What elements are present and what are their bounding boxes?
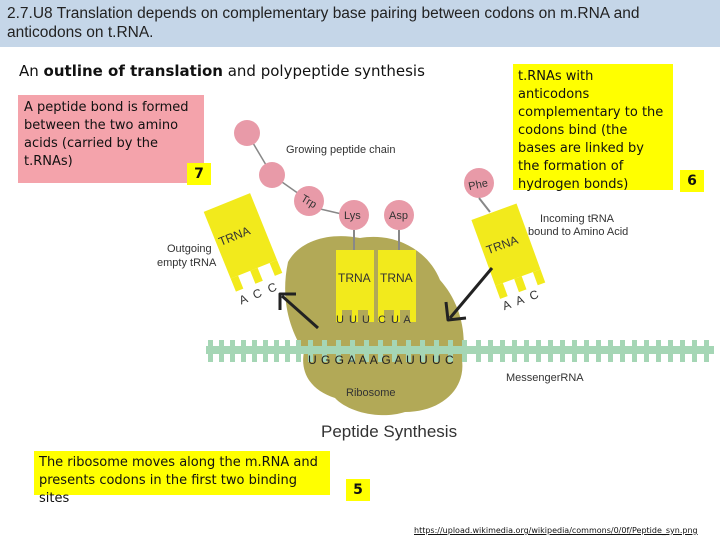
trna-incoming: TRNA A A C	[471, 203, 546, 313]
trna-anticodons-note: t.RNAs with anticodons complementary to …	[513, 64, 673, 192]
outgoing-arrow	[278, 292, 319, 330]
outgoing-label-1: Outgoing	[167, 243, 212, 255]
amino-acid-2	[259, 162, 285, 188]
incoming-arrow	[444, 267, 494, 322]
mrna-label: MessengerRNA	[506, 372, 584, 384]
outgoing-label-2: empty tRNA	[157, 257, 217, 269]
ribosome-moves-note: The ribosome moves along the m.RNA and p…	[34, 451, 330, 506]
ribosome-label: Ribosome	[346, 387, 396, 399]
step-number-6: 6	[680, 170, 704, 192]
trna-center-right-label: TRNA	[380, 271, 413, 285]
incoming-label-2: bound to Amino Acid	[528, 226, 628, 238]
diagram-subtitle: An outline of translation and polypeptid…	[19, 62, 425, 80]
subtitle-bold: outline of translation	[43, 62, 223, 80]
ribosome	[285, 236, 464, 416]
growing-chain-label: Growing peptide chain	[286, 144, 395, 156]
trna-outgoing: TRNA A C C	[203, 193, 283, 307]
incoming-label-1: Incoming tRNA	[540, 213, 615, 225]
lys-label: Lys	[344, 210, 361, 222]
trna-center-right: TRNA C U A	[378, 250, 416, 326]
peptide-bond-note: A peptide bond is formed between the two…	[18, 95, 204, 183]
step-number-5: 5	[346, 479, 370, 501]
trna-center-left: TRNA U U U	[336, 250, 374, 326]
amino-acid-trp	[294, 186, 324, 216]
header-bar: 2.7.U8 Translation depends on complement…	[0, 0, 720, 47]
source-link[interactable]: https://upload.wikimedia.org/wikipedia/c…	[414, 526, 698, 535]
amino-acid-1	[234, 120, 260, 146]
slide-title: 2.7.U8 Translation depends on complement…	[7, 5, 640, 41]
diagram-caption: Peptide Synthesis	[321, 422, 457, 441]
mrna-strand	[206, 340, 714, 362]
trna-center-left-anticodon: U U U	[336, 314, 371, 326]
peptide-chain	[234, 120, 347, 216]
amino-acid-lys	[339, 200, 369, 230]
trna-center-right-anticodon: C U A	[378, 314, 412, 326]
amino-acid-asp	[384, 200, 414, 230]
phe-label: Phe	[467, 177, 489, 193]
step-number-7: 7	[187, 163, 211, 185]
asp-label: Asp	[389, 210, 408, 222]
amino-acid-phe	[464, 168, 494, 198]
trna-outgoing-anticodon: A C C	[237, 279, 281, 307]
subtitle-prefix: An	[19, 62, 44, 80]
trna-center-left-label: TRNA	[338, 271, 371, 285]
subtitle-suffix: and polypeptide synthesis	[222, 62, 425, 80]
mrna-sequence: U G G A A A G A U U U C	[308, 353, 454, 367]
